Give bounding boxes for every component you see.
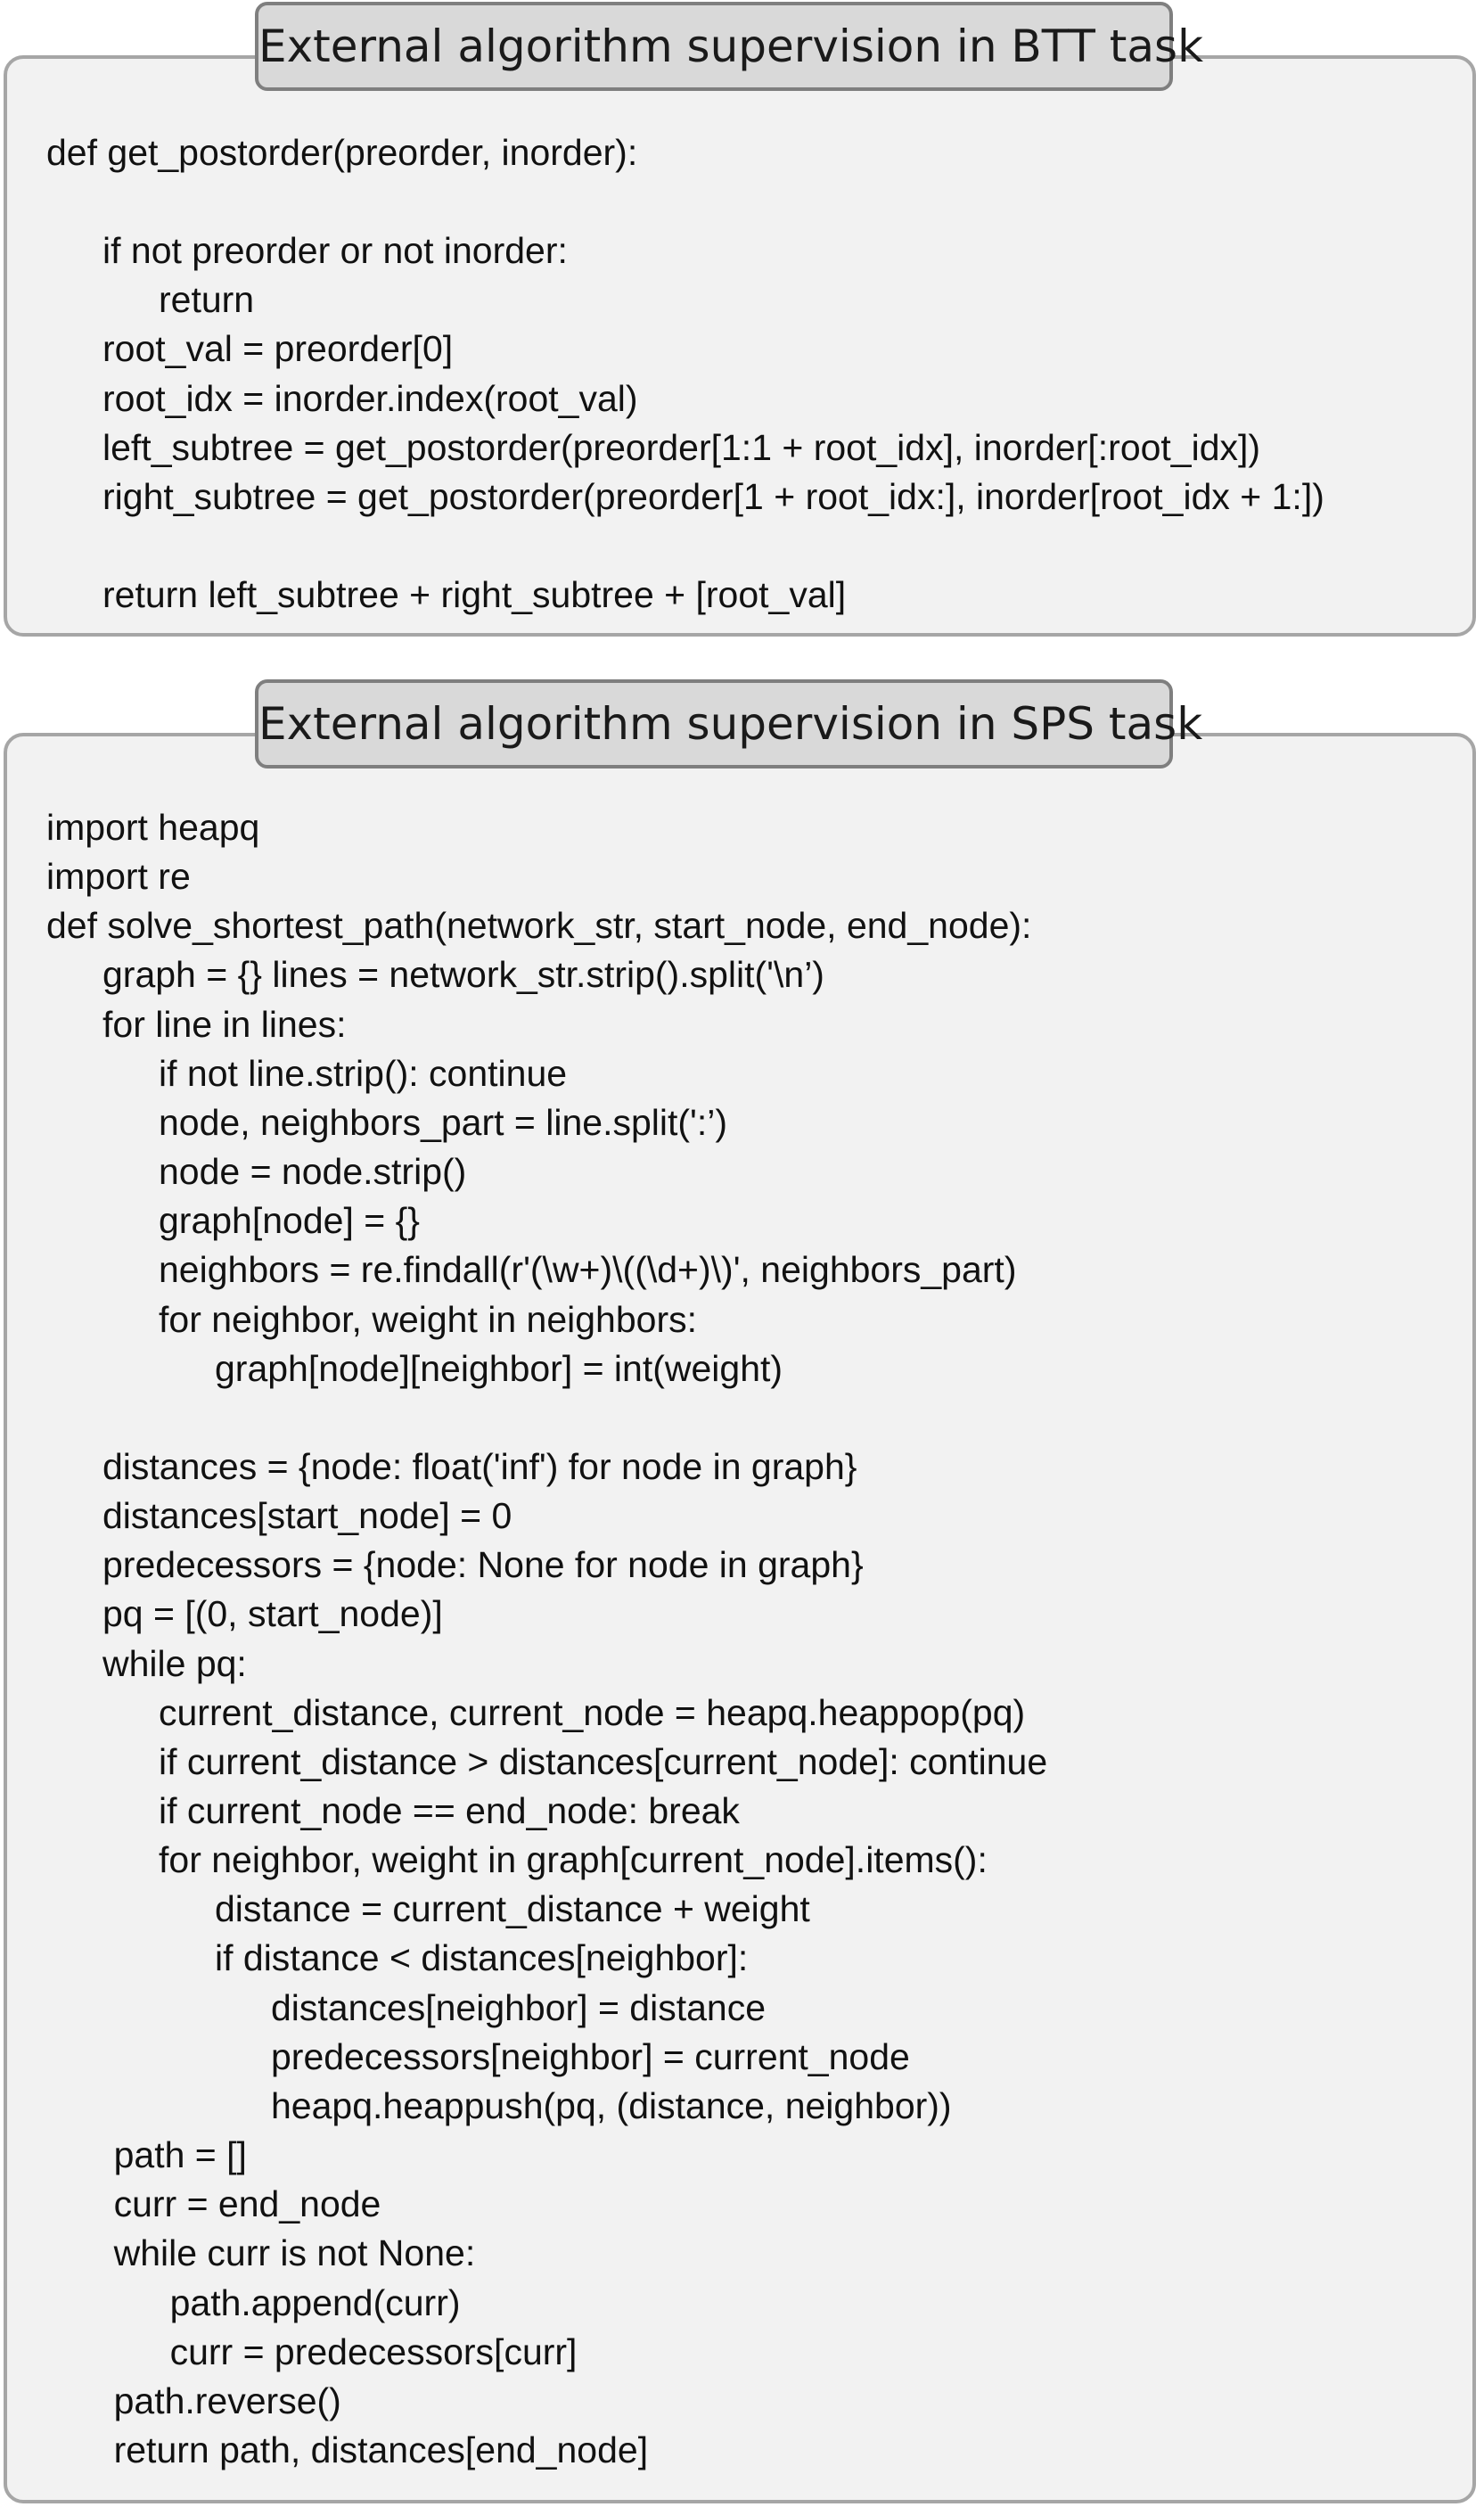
code-line: if current_distance > distances[current_… [159,1740,1048,1782]
code-line: return [159,279,255,321]
code-line: for neighbor, weight in graph[current_no… [159,1839,988,1881]
code-line: return path, distances[end_node] [113,2429,649,2470]
code-line: distances = {node: float('inf') for node… [102,1445,857,1487]
code-line: if not preorder or not inorder: [102,230,568,272]
code-line: right_subtree = get_postorder(preorder[1… [102,475,1324,517]
code-line: current_distance, current_node = heapq.h… [159,1691,1026,1733]
code-line: root_val = preorder[0] [102,328,454,370]
code-line: left_subtree = get_postorder(preorder[1:… [102,426,1261,468]
btt-code-panel: def get_postorder(preorder, inorder): if … [4,55,1476,637]
code-line: neighbors = re.findall(r'(\w+)\((\d+)\)'… [159,1249,1017,1291]
code-line: distance = current_distance + weight [215,1888,810,1930]
code-line: graph[node] = {} [159,1200,420,1242]
code-line: for neighbor, weight in neighbors: [159,1298,698,1340]
code-line: path.reverse() [113,2380,341,2421]
code-line: for line in lines: [102,1003,347,1045]
code-line: path = [] [113,2134,247,2176]
code-line: def get_postorder(preorder, inorder): [46,132,638,173]
sps-code-panel: import heapq import re def solve_shortest_… [4,733,1476,2503]
code-line: distances[neighbor] = distance [271,1986,767,2028]
code-line: curr = predecessors[curr] [169,2330,578,2372]
code-line: while curr is not None: [113,2232,476,2274]
btt-code-block: def get_postorder(preorder, inorder): if … [7,59,1472,633]
code-line: while pq: [102,1642,247,1684]
code-line: if distance < distances[neighbor]: [215,1937,749,1979]
sps-code-block: import heapq import re def solve_shortest_… [7,736,1472,2500]
code-line: path.append(curr) [169,2281,461,2323]
code-line: heapq.heappush(pq, (distance, neighbor)) [271,2084,952,2126]
code-line: if not line.strip(): continue [159,1052,568,1094]
code-line: import heapq [46,807,260,848]
code-line: graph = {} lines = network_str.strip().s… [102,954,824,996]
btt-panel-title: External algorithm supervision in BTT ta… [255,2,1203,91]
code-line: node = node.strip() [159,1151,467,1193]
code-line: return left_subtree + right_subtree + [r… [102,573,847,615]
code-line: root_idx = inorder.index(root_val) [102,377,638,419]
code-line: distances[start_node] = 0 [102,1495,512,1537]
code-line: import re [46,856,191,898]
code-line: graph[node][neighbor] = int(weight) [215,1347,783,1389]
sps-panel-title: External algorithm supervision in SPS ta… [255,679,1202,769]
code-line: curr = end_node [113,2183,381,2225]
code-line: if current_node == end_node: break [159,1790,740,1831]
code-line: node, neighbors_part = line.split(':’) [159,1101,728,1143]
code-line: predecessors = {node: None for node in g… [102,1544,864,1586]
code-line: predecessors[neighbor] = current_node [271,2035,910,2077]
code-line: def solve_shortest_path(network_str, sta… [46,905,1032,947]
code-line: pq = [(0, start_node)] [102,1593,443,1635]
